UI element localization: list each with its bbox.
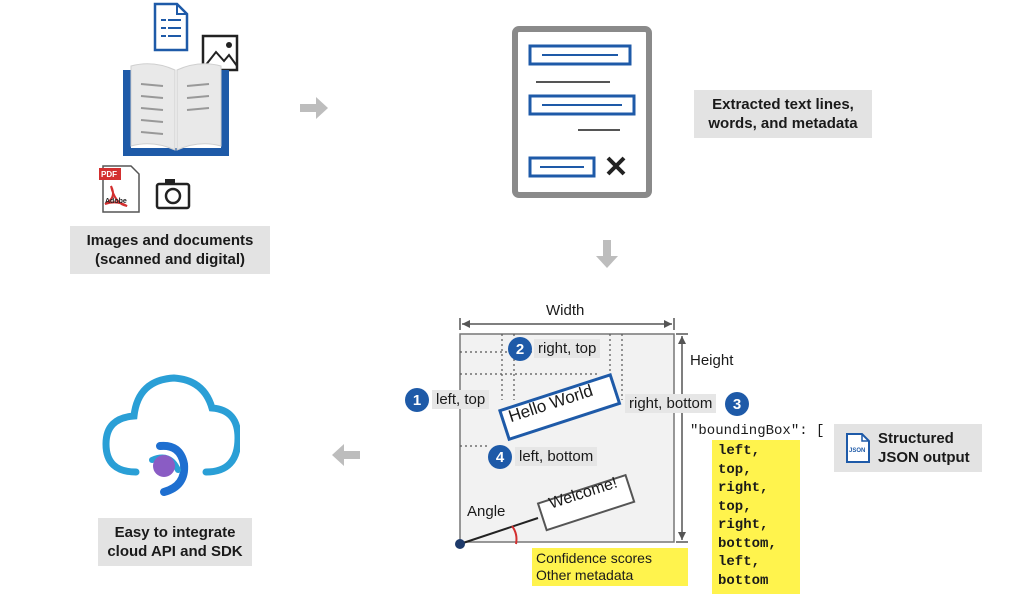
corner-3-label: right, bottom	[625, 394, 717, 413]
cloud-caption: Easy to integrate cloud API and SDK	[98, 518, 252, 566]
json-icon-tag: JSON	[849, 448, 866, 454]
corner-4-badge: 4	[488, 445, 512, 469]
corner-1-label: left, top	[432, 390, 490, 409]
bbox-value: bottom	[718, 572, 769, 589]
bounding-box-diagram	[455, 318, 688, 549]
bounding-box-values: left, top, right, top, right, bottom, le…	[712, 440, 800, 594]
inputs-caption-line2: (scanned and digital)	[94, 251, 245, 268]
cloud-caption-line1: Easy to integrate	[114, 524, 236, 541]
welcome-box	[536, 473, 636, 532]
bbox-value: right,	[718, 480, 769, 496]
bounding-box-key: "boundingBox": [	[690, 423, 825, 439]
bbox-value: top,	[718, 461, 752, 478]
adobe-tag: Adobe	[105, 198, 127, 205]
open-book-icon	[123, 63, 229, 156]
json-caption-line2: JSON output	[878, 449, 970, 466]
bbox-value: left,	[718, 554, 761, 570]
angle-label: Angle	[467, 503, 506, 520]
bbox-value: bottom,	[718, 535, 777, 552]
json-caption-line1: Structured	[878, 430, 954, 447]
width-label: Width	[546, 302, 585, 319]
json-caption-text: Structured JSON output	[878, 429, 970, 467]
height-label: Height	[690, 352, 734, 369]
extracted-caption: Extracted text lines, words, and metadat…	[694, 90, 872, 138]
extracted-form-icon	[512, 26, 652, 198]
inputs-caption: Images and documents (scanned and digita…	[70, 226, 270, 274]
corner-2-badge: 2	[508, 337, 532, 361]
camera-icon	[155, 179, 191, 210]
corner-2-label: right, top	[534, 339, 601, 358]
hello-world-box	[498, 372, 622, 442]
corner-1-badge: 1	[405, 388, 429, 412]
pdf-icon	[99, 165, 140, 213]
metadata-line1: Confidence scores	[536, 550, 652, 566]
arrow-right-icon	[300, 97, 328, 119]
corner-4-label: left, bottom	[515, 447, 598, 466]
arrow-down-icon	[596, 240, 618, 268]
document-icon	[153, 2, 189, 52]
json-file-icon	[846, 433, 870, 463]
json-output-caption: JSON Structured JSON output	[834, 424, 982, 472]
extracted-caption-line1: Extracted text lines,	[712, 96, 854, 113]
arrow-left-icon	[332, 444, 360, 466]
inputs-caption-line1: Images and documents	[86, 232, 254, 249]
bbox-value: left,	[718, 443, 761, 459]
cloud-caption-line2: cloud API and SDK	[107, 543, 243, 560]
input-documents-group	[95, 0, 245, 220]
pdf-tag: PDF	[101, 170, 117, 179]
extracted-caption-line2: words, and metadata	[708, 115, 858, 132]
metadata-line2: Other metadata	[536, 567, 634, 583]
bbox-value: top,	[718, 498, 752, 515]
metadata-note: Confidence scores Other metadata	[532, 548, 688, 586]
bbox-value: right,	[718, 517, 769, 533]
corner-3-badge: 3	[725, 392, 749, 416]
cloud-api-icon	[102, 374, 240, 496]
